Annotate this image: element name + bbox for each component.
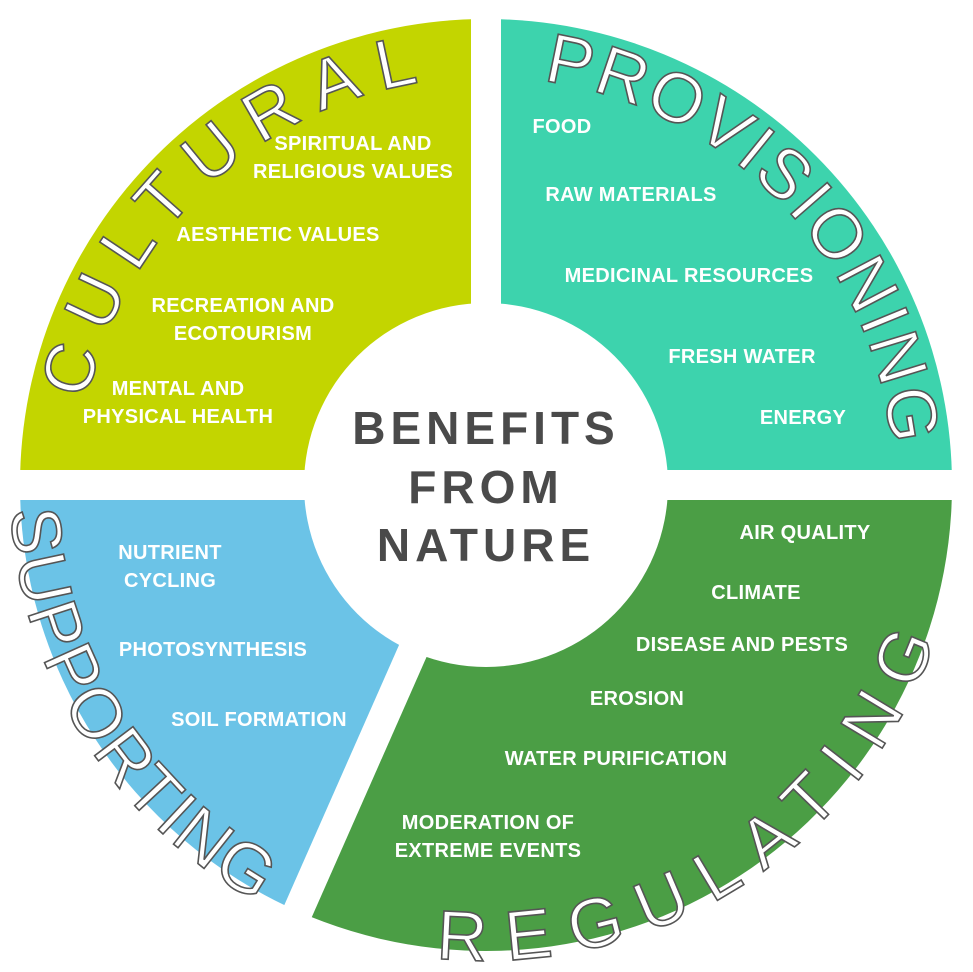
provisioning-item: FRESH WATER bbox=[668, 346, 816, 368]
provisioning-item: ENERGY bbox=[759, 407, 847, 429]
cultural-item: RECREATION AND ECOTOURISM bbox=[151, 295, 335, 345]
regulating-item: MODERATION OF EXTREME EVENTS bbox=[394, 812, 582, 862]
center-title-line-2: FROM bbox=[408, 461, 564, 513]
provisioning-item: FOOD bbox=[532, 116, 592, 138]
regulating-item: EROSION bbox=[589, 688, 685, 710]
supporting-item: SOIL FORMATION bbox=[171, 709, 347, 731]
center-circle bbox=[304, 303, 668, 667]
cultural-item: MENTAL AND PHYSICAL HEALTH bbox=[82, 378, 274, 428]
supporting-item: PHOTOSYNTHESIS bbox=[118, 639, 308, 661]
regulating-item: DISEASE AND PESTS bbox=[635, 634, 849, 656]
center-title-line-1: BENEFITS bbox=[352, 402, 620, 454]
regulating-item: CLIMATE bbox=[711, 582, 801, 604]
provisioning-item: MEDICINAL RESOURCES bbox=[564, 265, 814, 287]
supporting-item: NUTRIENT CYCLING bbox=[118, 542, 222, 592]
cultural-item: SPIRITUAL AND RELIGIOUS VALUES bbox=[252, 133, 454, 183]
provisioning-item: RAW MATERIALS bbox=[545, 184, 717, 206]
regulating-item: AIR QUALITY bbox=[739, 522, 871, 544]
cultural-item: AESTHETIC VALUES bbox=[176, 224, 380, 246]
regulating-item: WATER PURIFICATION bbox=[504, 748, 728, 770]
center-title-line-3: NATURE bbox=[376, 519, 596, 571]
